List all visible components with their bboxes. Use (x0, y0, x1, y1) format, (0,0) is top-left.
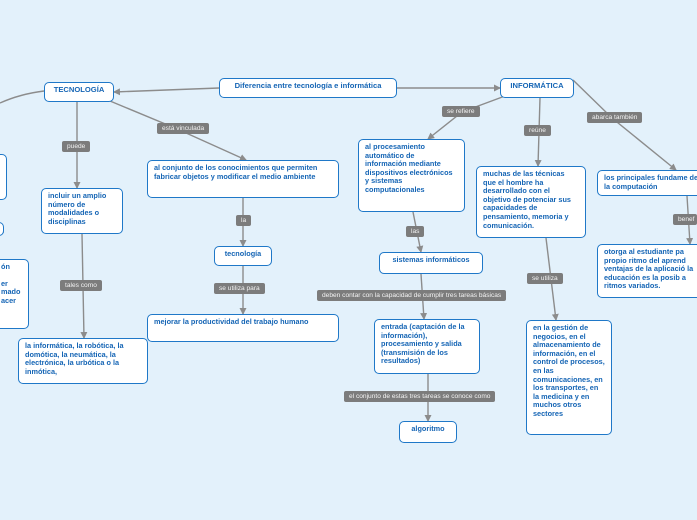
label-se-utiliza[interactable]: se utiliza (527, 273, 563, 284)
node-disciplinas-list[interactable]: la informática, la robótica, la domótica… (18, 338, 148, 384)
label-esta-vinculada[interactable]: está vinculada (157, 123, 210, 134)
label-puede[interactable]: puede (62, 141, 91, 152)
label-abarca-tambien[interactable]: abarca también (587, 112, 643, 123)
left-partial-line-1: ón (1, 262, 10, 271)
node-incluir[interactable]: incluir un amplio número de modalidades … (41, 188, 123, 234)
node-otorga[interactable]: otorga al estudiante pa propio ritmo del… (597, 244, 697, 298)
node-gestion[interactable]: en la gestión de negocios, en el almacen… (526, 320, 612, 435)
node-left-partial-bottom[interactable]: ón er mado acer (0, 259, 29, 329)
node-left-partial-top[interactable] (0, 154, 7, 200)
label-se-utiliza-para[interactable]: se utiliza para (214, 283, 265, 294)
node-conjunto-conocimientos[interactable]: al conjunto de los conocimientos que per… (147, 160, 339, 198)
node-sistemas[interactable]: sistemas informáticos (379, 252, 483, 274)
left-partial-line-4: acer (1, 295, 17, 305)
node-diferencia[interactable]: Diferencia entre tecnología e informátic… (219, 78, 397, 98)
node-algoritmo[interactable]: algoritmo (399, 421, 457, 443)
label-las[interactable]: las (406, 226, 425, 237)
label-benef[interactable]: benef (673, 214, 697, 225)
node-informatica[interactable]: INFORMÁTICA (500, 78, 574, 98)
label-reune[interactable]: reúne (524, 125, 551, 136)
label-se-refiere[interactable]: se refiere (442, 106, 480, 117)
node-tecnologia[interactable]: TECNOLOGÍA (44, 82, 114, 102)
left-partial-line-2: er (1, 278, 8, 288)
label-tales-como[interactable]: tales como (60, 280, 102, 291)
node-principales[interactable]: los principales fundame de la computació… (597, 170, 697, 196)
left-partial-line-3: mado (1, 287, 21, 297)
node-tecnicas[interactable]: muchas de las técnicas que el hombre ha … (476, 166, 586, 238)
label-deben-contar[interactable]: deben contar con la capacidad de cumplir… (317, 290, 507, 301)
node-procesamiento[interactable]: al procesamiento automático de informaci… (358, 139, 465, 212)
node-entrada[interactable]: entrada (captación de la información), p… (374, 319, 480, 374)
label-el-conjunto[interactable]: el conjunto de estas tres tareas se cono… (344, 391, 496, 402)
node-tecnologia-lower[interactable]: tecnología (214, 246, 272, 266)
node-mejorar[interactable]: mejorar la productividad del trabajo hum… (147, 314, 339, 342)
label-la[interactable]: la (236, 215, 252, 226)
